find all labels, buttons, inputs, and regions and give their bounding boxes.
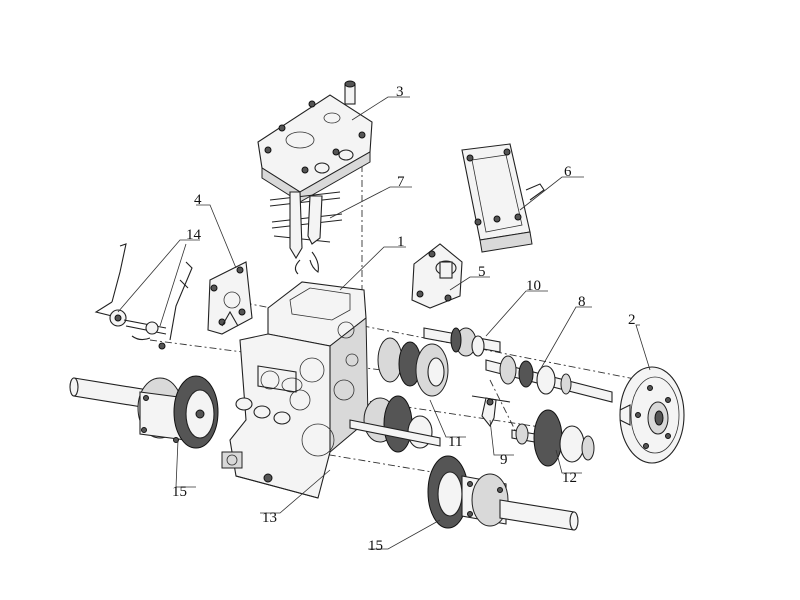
- output-shaft-part: [485, 355, 613, 403]
- housing-part: [221, 281, 369, 499]
- label-side-cover: 6: [564, 164, 572, 180]
- label-top-cover: 3: [396, 84, 404, 100]
- small-cover-part: [411, 243, 463, 309]
- shift-forks-part: [269, 191, 343, 275]
- label-output-shaft: 8: [578, 294, 586, 310]
- axle-right-part: [427, 455, 579, 531]
- part-labels: 3 7 6 1 4 14 5 10 8 2 15 11 9 12 13 15: [172, 84, 636, 554]
- label-brake-drum: 2: [628, 312, 636, 328]
- small-gear-part: [511, 409, 595, 467]
- label-small-cover: 5: [478, 264, 486, 280]
- brake-drum-part: [619, 366, 685, 464]
- side-cover-part: [461, 143, 545, 253]
- label-gear-cluster: 11: [448, 434, 462, 450]
- top-cover-part: [257, 80, 373, 203]
- label-axle-right: 15: [368, 538, 383, 554]
- gear-cluster-part: [349, 337, 449, 453]
- leader-lines: [117, 96, 651, 550]
- label-gear-small: 12: [562, 470, 577, 486]
- label-housing-bottom: 13: [262, 510, 277, 526]
- label-shift-forks: 7: [397, 174, 405, 190]
- left-plate-part: [207, 261, 253, 335]
- label-housing: 1: [397, 234, 405, 250]
- label-lever-linkage: 14: [186, 227, 202, 243]
- lever-linkage-part: [94, 243, 193, 350]
- input-shaft-part: [423, 327, 501, 357]
- label-input-shaft: 10: [526, 278, 541, 294]
- axle-left-part: [69, 375, 219, 449]
- fork-part: [471, 395, 511, 428]
- label-fork: 9: [500, 452, 508, 468]
- label-axle-left: 15: [172, 484, 187, 500]
- label-left-plate: 4: [194, 192, 202, 208]
